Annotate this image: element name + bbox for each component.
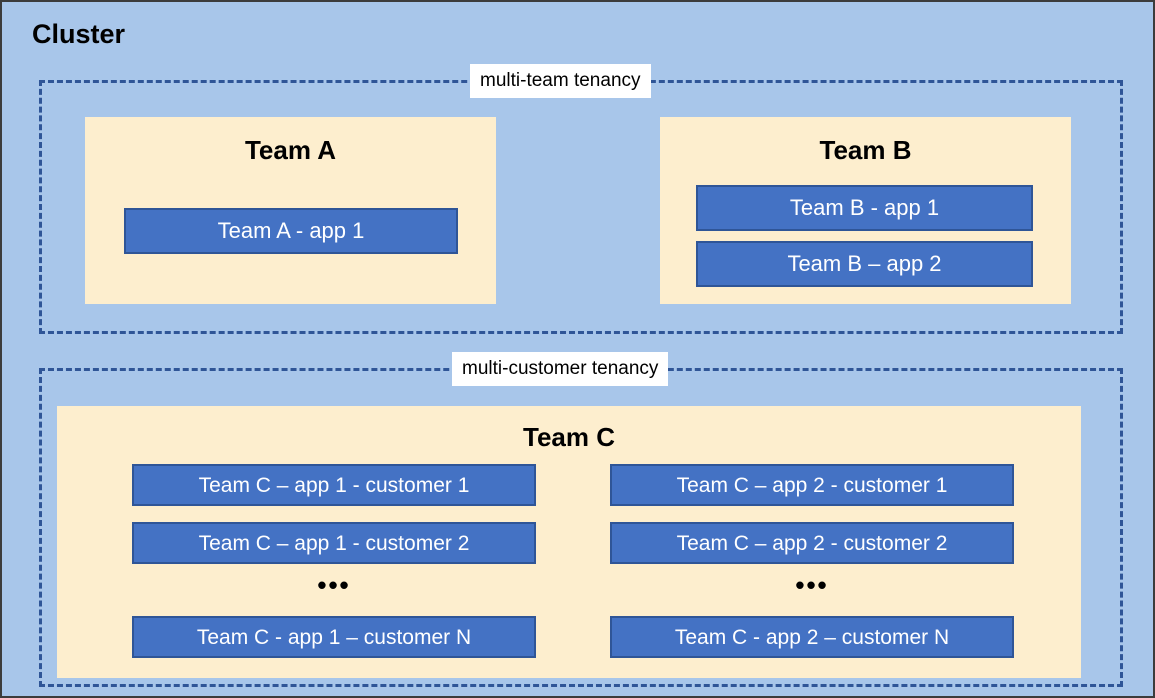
app-bar-team-c-app-1-customer-n[interactable]: Team C - app 1 – customer N — [132, 616, 536, 658]
team-c-title: Team C — [523, 422, 615, 452]
app-bar-team-c-app-2-customer-2[interactable]: Team C – app 2 - customer 2 — [610, 522, 1014, 564]
team-box-team-a: Team A Team A - app 1 — [85, 117, 496, 304]
app-bar-team-b-app-2[interactable]: Team B – app 2 — [696, 241, 1033, 287]
app-bar-team-c-app-2-customer-n[interactable]: Team C - app 2 – customer N — [610, 616, 1014, 658]
team-c-app-2-column: Team C – app 2 - customer 1 Team C – app… — [610, 464, 1014, 664]
app-bar-team-c-app-1-customer-1[interactable]: Team C – app 1 - customer 1 — [132, 464, 536, 506]
app-bar-team-c-app-2-customer-1[interactable]: Team C – app 2 - customer 1 — [610, 464, 1014, 506]
app-bar-team-a-app-1[interactable]: Team A - app 1 — [124, 208, 458, 254]
team-a-title: Team A — [244, 135, 337, 165]
team-b-title: Team B — [819, 135, 912, 165]
cluster-title: Cluster — [32, 19, 126, 49]
team-box-team-b: Team B Team B - app 1 Team B – app 2 — [660, 117, 1071, 304]
team-box-team-c: Team C Team C – app 1 - customer 1 Team … — [57, 406, 1081, 678]
team-c-app-2-ellipsis: ••• — [795, 570, 829, 600]
zone-label-multi-team-tenancy: multi-team tenancy — [470, 64, 651, 98]
team-c-app-1-column: Team C – app 1 - customer 1 Team C – app… — [132, 464, 536, 664]
team-c-app-1-ellipsis: ••• — [317, 570, 351, 600]
app-bar-team-b-app-1[interactable]: Team B - app 1 — [696, 185, 1033, 231]
zone-label-multi-customer-tenancy: multi-customer tenancy — [452, 352, 669, 386]
app-bar-team-c-app-1-customer-2[interactable]: Team C – app 1 - customer 2 — [132, 522, 536, 564]
